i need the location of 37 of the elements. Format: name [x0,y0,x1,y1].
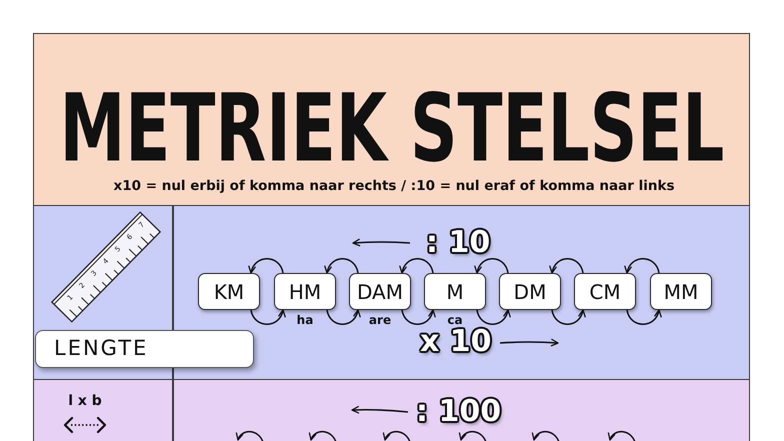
unit-box [349,273,411,310]
conversion-factor: : 100 [416,397,502,427]
curved-arrow [626,309,662,325]
curved-arrow [248,258,284,274]
unit-name: MM [664,280,698,302]
curved-arrow [400,258,434,274]
title: METRIEK STELSEL [60,92,724,168]
unit-note: ha [296,314,314,326]
curved-arrow [624,258,660,274]
curved-arrow [401,309,436,325]
curved-arrow [474,258,509,274]
unit-name: KM [214,280,244,302]
conversion-factor: : 10 [426,228,490,258]
curved-arrow [324,258,359,274]
unit-name: HM [288,280,322,302]
unit-name: CM [589,280,621,302]
curved-arrow [476,309,510,325]
unit-note: ca [447,314,463,326]
category-tab [35,330,254,368]
unit-box [650,273,712,310]
curved-arrow [326,309,360,325]
subtitle: x10 = nul erbij of komma naar rechts / :10 = nul eraf of komma naar links [114,180,674,194]
unit-box [424,273,486,310]
unit-name: DM [514,280,546,302]
curved-arrow [550,258,584,274]
unit-box [574,273,636,310]
unit-box [499,273,561,310]
unit-box [274,273,336,310]
area-formula: l x b [68,394,102,408]
unit-note: are [368,314,392,326]
curved-arrow [551,309,586,325]
unit-name: M [446,280,464,302]
curved-arrow [250,309,286,325]
conversion-factor: x 10 [420,327,492,357]
unit-box [198,273,260,310]
category-title: LENGTE [54,337,148,361]
unit-name: DAM [357,280,403,302]
